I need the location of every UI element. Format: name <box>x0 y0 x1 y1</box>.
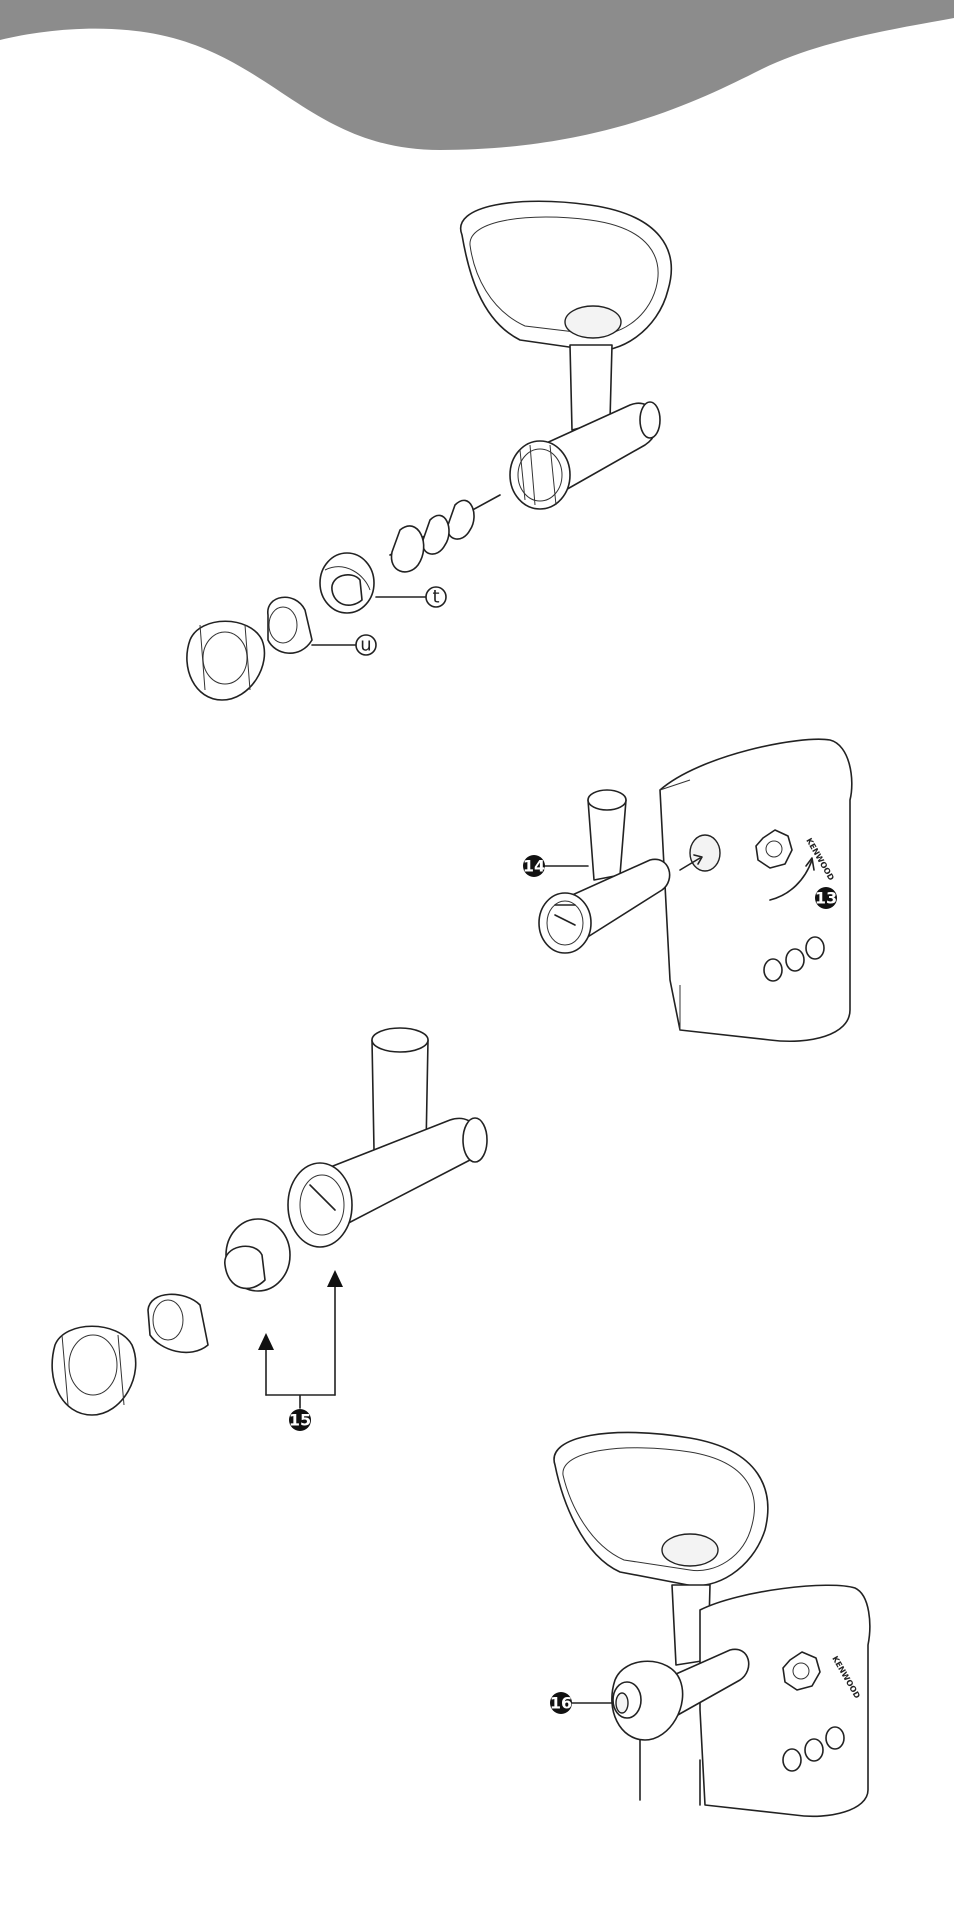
figure-4-assembled: KENWOOD 16 <box>550 1432 870 1816</box>
callout-16: 16 <box>550 1694 572 1713</box>
figure-3-assembly: 15 <box>52 1028 487 1431</box>
callout-u: u <box>360 635 371 656</box>
figure-1-exploded-mincer: t u <box>187 201 671 700</box>
callout-14: 14 <box>523 857 545 876</box>
callout-13: 13 <box>815 889 837 908</box>
callout-t: t <box>432 587 439 608</box>
callout-15: 15 <box>289 1411 311 1430</box>
header-wave-band <box>0 0 954 150</box>
figure-2-fit-to-machine: 13 KENWOOD 14 <box>523 739 852 1041</box>
